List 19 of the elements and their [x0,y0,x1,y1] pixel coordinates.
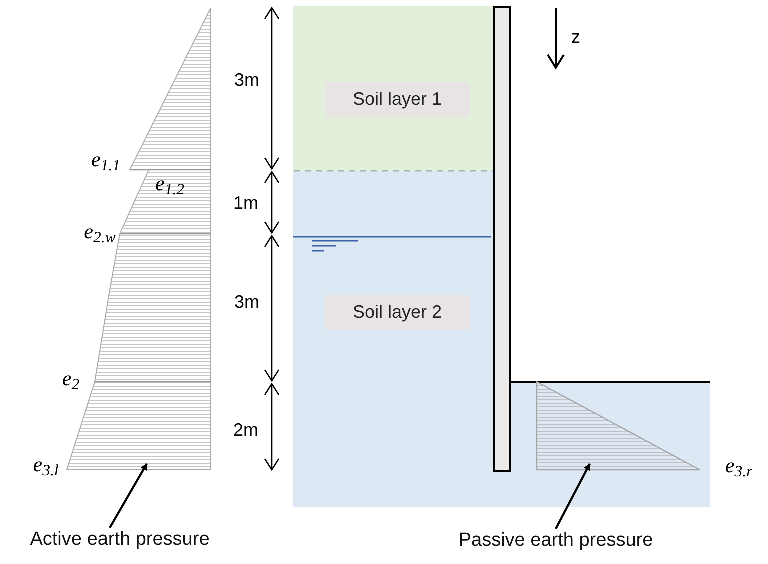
layer-label: Soil layer 2 [325,295,470,330]
arrow [109,463,148,529]
dimension-label: 1m [234,194,258,212]
sheet-pile-wall [493,6,511,472]
earth-pressure-diagram [536,381,701,471]
caption-text: Passive earth pressure [458,529,654,553]
dimension-label: z [572,28,580,46]
pressure-symbol: e$_{3.l}$ [33,454,59,476]
pressure-symbol: e$_{2.w}$ [84,222,116,242]
pressure-symbol: e$_{1.1}$ [92,150,120,170]
layer-label: Soil layer 1 [325,82,470,117]
dimension-label: 3m [234,71,260,89]
pressure-symbol: e$_{1.2}$ [156,174,184,194]
pressure-symbol: e$_{3.r}$ [725,456,753,476]
dimension-label: 3m [234,293,260,311]
pressure-symbol: e$_{2}$ [62,368,80,390]
arrow [555,463,591,530]
caption-text: Active earth pressure [30,528,210,552]
dimension-label: 2m [234,421,258,439]
